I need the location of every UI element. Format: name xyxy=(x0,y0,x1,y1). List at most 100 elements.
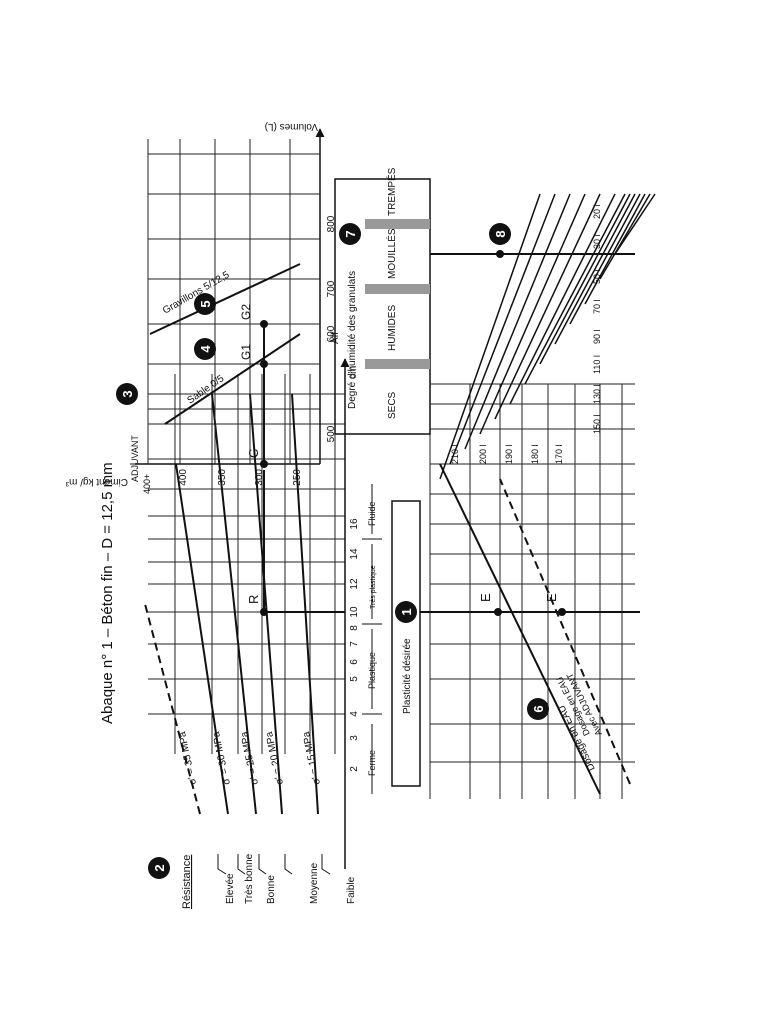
svg-text:350: 350 xyxy=(217,469,228,486)
humidity-humides: HUMIDES xyxy=(387,305,398,351)
svg-text:210 l: 210 l xyxy=(450,444,460,464)
svg-text:300: 300 xyxy=(254,469,265,486)
svg-text:4: 4 xyxy=(198,345,213,353)
svg-text:4: 4 xyxy=(349,711,360,717)
svg-text:130 l: 130 l xyxy=(592,384,602,404)
adjuvant-value: 400+ xyxy=(142,474,152,494)
resistance-grid xyxy=(148,374,345,754)
zone-plastique: Plastique xyxy=(367,652,377,689)
plasticity-zones xyxy=(362,484,382,794)
marker-8: 8 xyxy=(489,223,511,245)
svg-text:800: 800 xyxy=(326,215,337,232)
water-line-adjuvant xyxy=(499,478,631,785)
cement-ticks: 250 300 350 400 xyxy=(178,469,303,486)
point-e-label: E xyxy=(478,593,493,602)
point-e-prime-label: E' xyxy=(544,591,559,602)
svg-text:8: 8 xyxy=(349,625,360,631)
svg-text:5: 5 xyxy=(349,676,360,682)
volumes-axis-title: Volumes (L) xyxy=(265,121,318,132)
marker-1: 1 xyxy=(395,601,417,623)
gravillons-line xyxy=(149,263,301,335)
svg-text:250: 250 xyxy=(292,469,303,486)
point-g2-label: G2 xyxy=(239,304,253,320)
svg-text:2: 2 xyxy=(152,864,167,871)
svg-text:12: 12 xyxy=(349,578,360,590)
svg-text:200 l: 200 l xyxy=(478,444,488,464)
point-c-label: C xyxy=(246,449,261,458)
svg-text:7: 7 xyxy=(349,641,360,647)
resistance-heading: Résistance xyxy=(181,855,193,909)
sigma-label-20: σ' = 20 MPa xyxy=(264,730,286,785)
point-r-label: R xyxy=(246,595,261,604)
plasticity-axis: Aff cm 2 3 4 5 6 7 8 9 10 12 14 16 xyxy=(330,332,421,869)
point-8 xyxy=(496,250,504,258)
abaque-title: Abaque n° 1 – Béton fin – D = 12,5 mm xyxy=(99,462,116,724)
svg-text:70 l: 70 l xyxy=(592,299,602,314)
resistance-class-tres-bonne: Très bonne xyxy=(244,853,255,904)
svg-text:5: 5 xyxy=(198,300,213,307)
svg-text:50 l: 50 l xyxy=(592,269,602,284)
point-g2 xyxy=(260,320,268,328)
cement-section: Ciment kg/ m³ 250 300 350 400 ADJUVANT 4… xyxy=(65,121,337,494)
svg-text:110 l: 110 l xyxy=(592,355,602,374)
svg-text:30 l: 30 l xyxy=(592,234,602,249)
humidity-mouilles: MOUILLÉS xyxy=(385,228,398,279)
sigma-label-15: σ' = 15 MPa xyxy=(301,730,323,785)
resistance-line-30 xyxy=(175,463,229,815)
svg-text:150 l: 150 l xyxy=(592,414,602,434)
svg-text:14: 14 xyxy=(349,548,360,560)
point-g1 xyxy=(260,360,268,368)
volumes-ticks: 500 600 700 800 xyxy=(326,215,337,442)
point-e xyxy=(494,608,502,616)
svg-text:7: 7 xyxy=(343,230,358,237)
marker-6: 6 xyxy=(527,698,549,720)
svg-text:2: 2 xyxy=(349,766,360,772)
water-quantity-section: 8 210 l 200 l 190 l 180 l 170 l 150 l 13… xyxy=(430,193,656,480)
svg-text:500: 500 xyxy=(326,425,337,442)
resistance-class-faible: Faible xyxy=(346,876,357,904)
svg-text:90 l: 90 l xyxy=(592,329,602,344)
svg-text:6: 6 xyxy=(349,659,360,665)
zone-fluide: Fluide xyxy=(367,501,377,526)
point-g1-label: G1 xyxy=(239,344,253,360)
cement-axis-title: Ciment kg/ m³ xyxy=(65,476,128,487)
plasticity-axis-unit: cm xyxy=(348,366,359,379)
svg-text:6: 6 xyxy=(531,705,546,712)
humidity-section: Degré d'humidité des granulats 7 SECS HU… xyxy=(334,167,431,435)
humidity-box xyxy=(334,178,431,435)
marker-7: 7 xyxy=(339,223,361,245)
svg-text:10: 10 xyxy=(349,606,360,618)
svg-text:1: 1 xyxy=(399,608,414,615)
zone-tres-plastique: Très plastique xyxy=(370,565,377,609)
water-line-eau xyxy=(439,463,601,795)
point-c xyxy=(260,460,268,468)
point-r xyxy=(260,608,268,616)
svg-text:16: 16 xyxy=(349,518,360,530)
marker-2: 2 xyxy=(148,857,170,879)
svg-text:600: 600 xyxy=(326,325,337,342)
svg-text:3: 3 xyxy=(120,390,135,397)
svg-text:20 l: 20 l xyxy=(592,204,602,219)
marker-5: 5 xyxy=(194,293,216,315)
svg-text:190 l: 190 l xyxy=(504,444,514,464)
resistance-class-moyenne: Moyenne xyxy=(309,862,320,904)
sable-line xyxy=(164,333,301,425)
marker-4: 4 xyxy=(194,338,216,360)
svg-text:8: 8 xyxy=(493,230,508,237)
humidity-label: Degré d'humidité des granulats xyxy=(347,271,358,409)
plasticity-box xyxy=(391,500,421,787)
plasticity-ticks: 2 3 4 5 6 7 8 9 10 12 14 16 xyxy=(349,518,360,772)
svg-text:170 l: 170 l xyxy=(554,444,564,464)
resistance-class-elevee: Elevée xyxy=(225,873,236,904)
humidity-secs: SECS xyxy=(387,391,398,419)
point-e-prime xyxy=(558,608,566,616)
resistance-line-35 xyxy=(144,603,201,815)
adjuvant-label: ADJUVANT xyxy=(130,435,140,482)
humidity-trempes: TREMPÉS xyxy=(385,167,398,216)
svg-text:3: 3 xyxy=(349,735,360,741)
resistance-class-bonne: Bonne xyxy=(266,875,277,904)
water-quantity-labels: 210 l 200 l 190 l 180 l 170 l 150 l 130 … xyxy=(450,204,602,464)
